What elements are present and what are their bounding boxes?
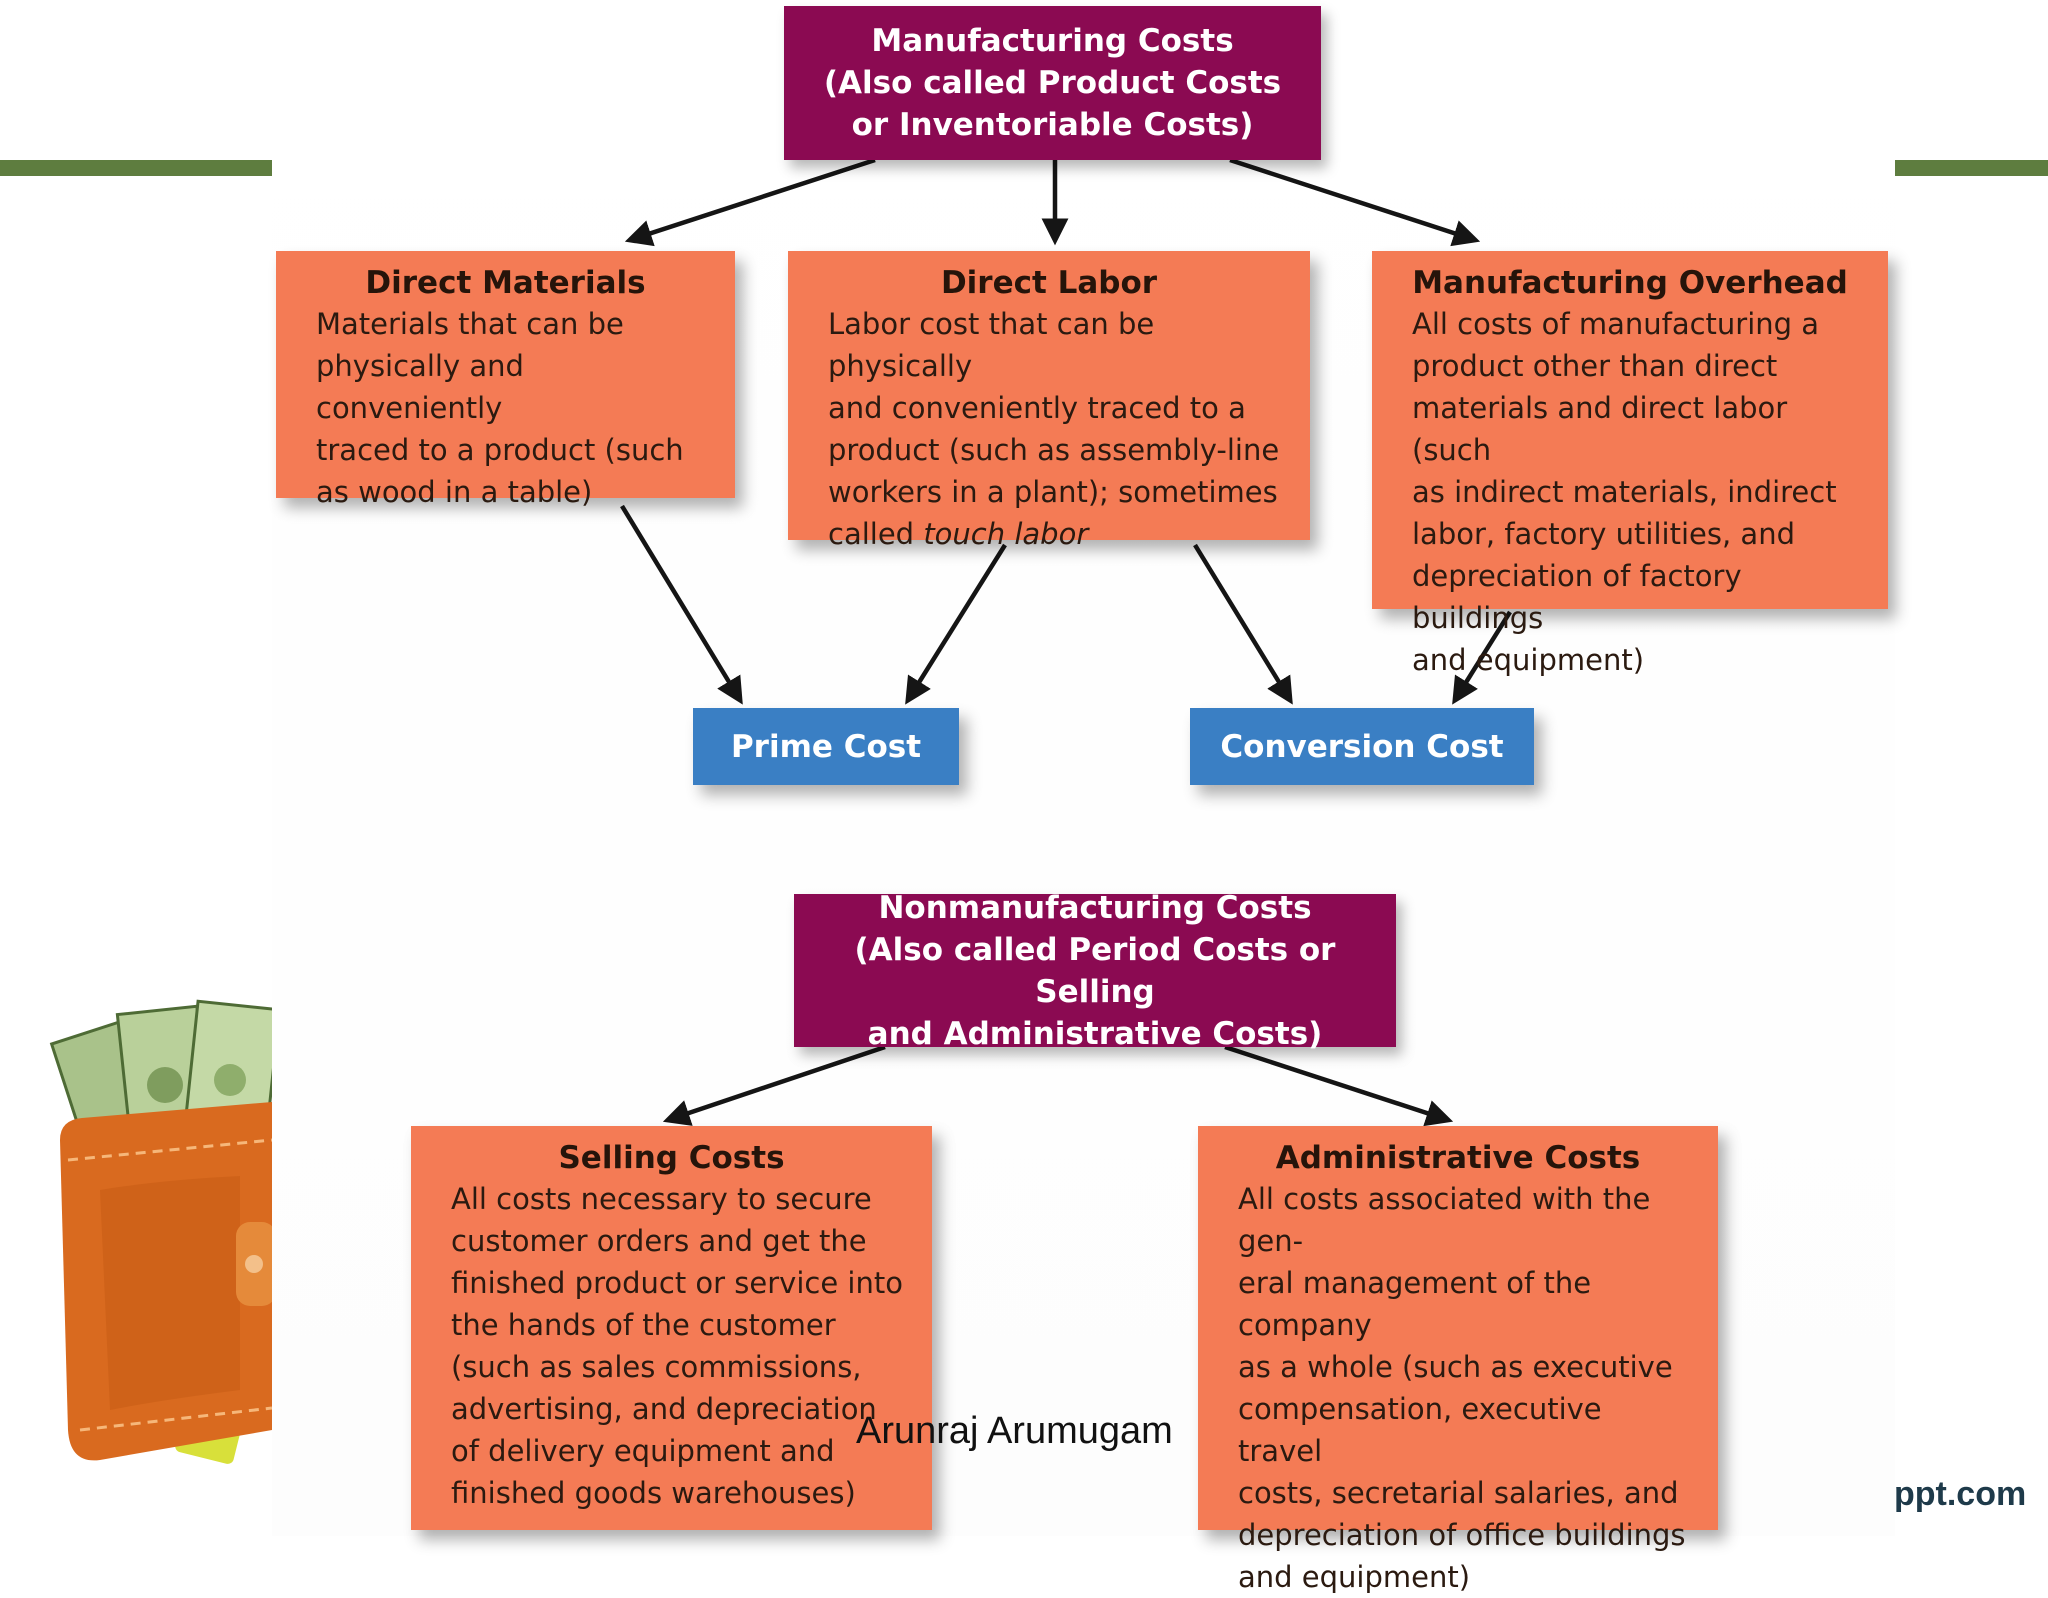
footer-author: Arunraj Arumugam — [856, 1410, 1173, 1452]
direct-labor-line-5: called touch labor — [828, 513, 1286, 555]
direct-labor-line-1: Labor cost that can be physically — [828, 307, 1155, 383]
conversion-cost-box: Conversion Cost — [1190, 708, 1534, 785]
direct-materials-line-3: traced to a product (such — [316, 433, 684, 467]
selling-costs-heading: Selling Costs — [558, 1140, 785, 1176]
administrative-line-1: All costs associated with the gen- — [1238, 1182, 1651, 1258]
administrative-line-4: compensation, executive travel — [1238, 1392, 1602, 1468]
overhead-heading: Manufacturing Overhead — [1412, 265, 1848, 301]
direct-labor-line-2: and conveniently traced to a — [828, 391, 1246, 425]
administrative-line-5: costs, secretarial salaries, and — [1238, 1476, 1679, 1510]
direct-labor-heading: Direct Labor — [940, 265, 1158, 301]
direct-materials-line-4: as wood in a table) — [316, 475, 593, 509]
prime-cost-label: Prime Cost — [730, 728, 922, 765]
selling-line-4: the hands of the customer — [451, 1308, 836, 1342]
direct-labor-line-5-prefix: called — [828, 517, 924, 551]
administrative-line-7: and equipment) — [1238, 1560, 1471, 1594]
overhead-line-6: depreciation of factory buildings — [1412, 559, 1742, 635]
selling-line-2: customer orders and get the — [451, 1224, 867, 1258]
selling-line-1: All costs necessary to secure — [451, 1182, 872, 1216]
selling-line-7: of delivery equipment and — [451, 1434, 835, 1468]
manufacturing-title-line-1: Manufacturing Costs — [871, 23, 1234, 59]
manufacturing-overhead-box: Manufacturing Overhead All costs of manu… — [1372, 251, 1888, 677]
administrative-line-6: depreciation of office buildings — [1238, 1518, 1686, 1552]
administrative-line-2: eral management of the company — [1238, 1266, 1592, 1342]
administrative-costs-box: Administrative Costs All costs associate… — [1198, 1126, 1718, 1594]
direct-materials-line-2: physically and conveniently — [316, 349, 524, 425]
selling-line-3: finished product or service into — [451, 1266, 903, 1300]
direct-labor-line-4: workers in a plant); sometimes — [828, 475, 1278, 509]
administrative-costs-heading: Administrative Costs — [1275, 1140, 1641, 1176]
overhead-line-1: All costs of manufacturing a — [1412, 307, 1820, 341]
selling-line-5: (such as sales commissions, — [451, 1350, 862, 1384]
nonmanufacturing-title-line-1: Nonmanufacturing Costs — [878, 889, 1312, 926]
touch-labor-term: touch labor — [923, 517, 1089, 551]
selling-line-8: finished goods warehouses) — [451, 1476, 856, 1510]
direct-materials-heading: Direct Materials — [365, 265, 646, 301]
accent-bar-right — [1895, 160, 2048, 176]
selling-costs-box: Selling Costs All costs necessary to sec… — [411, 1126, 932, 1530]
footer-site-watermark: ppt.com — [1894, 1475, 2027, 1513]
manufacturing-title-line-3: or Inventoriable Costs) — [851, 107, 1254, 143]
overhead-line-2: product other than direct — [1412, 349, 1778, 383]
prime-cost-box: Prime Cost — [693, 708, 959, 785]
direct-labor-line-3: product (such as assembly-line — [828, 433, 1280, 467]
overhead-line-5: labor, factory utilities, and — [1412, 517, 1795, 551]
accent-bar-left — [0, 160, 272, 176]
manufacturing-title-line-2: (Also called Product Costs — [823, 65, 1282, 101]
overhead-line-3: materials and direct labor (such — [1412, 391, 1788, 467]
direct-materials-box: Direct Materials Materials that can be p… — [276, 251, 735, 509]
nonmanufacturing-title-line-2: (Also called Period Costs or Selling — [854, 931, 1336, 1010]
wallet-with-money-icon — [49, 999, 272, 1464]
administrative-line-3: as a whole (such as executive — [1238, 1350, 1673, 1384]
overhead-line-4: as indirect materials, indirect — [1412, 475, 1837, 509]
direct-labor-box: Direct Labor Labor cost that can be phys… — [788, 251, 1310, 551]
nonmanufacturing-costs-header: Nonmanufacturing Costs (Also called Peri… — [794, 890, 1396, 1052]
manufacturing-costs-header: Manufacturing Costs (Also called Product… — [784, 6, 1321, 160]
nonmanufacturing-title-line-3: and Administrative Costs) — [867, 1015, 1323, 1052]
conversion-cost-label: Conversion Cost — [1220, 728, 1504, 765]
selling-line-6: advertising, and depreciation — [451, 1392, 877, 1426]
overhead-line-7: and equipment) — [1412, 643, 1645, 677]
direct-materials-line-1: Materials that can be — [316, 307, 624, 341]
